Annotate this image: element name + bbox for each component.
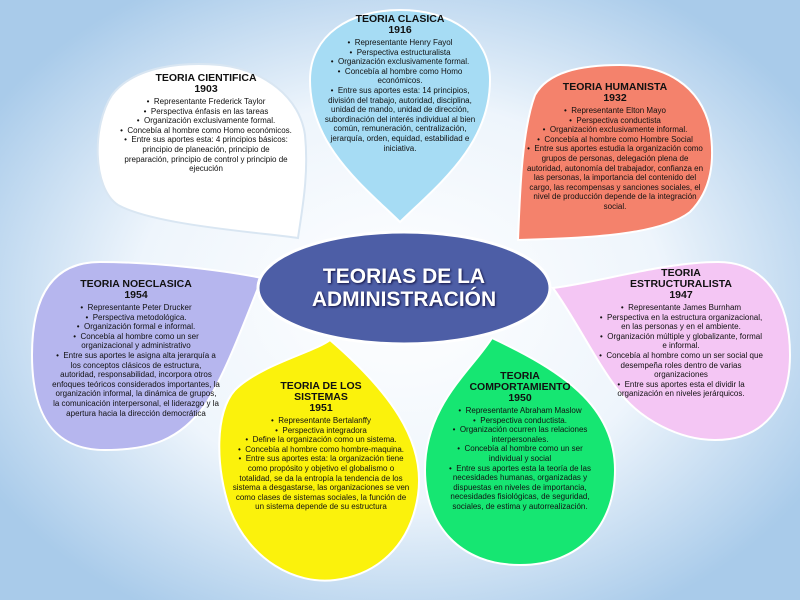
teoria-humanista: TEORIA HUMANISTA 1932 Representante Elto… <box>525 82 705 237</box>
teoria-cientifica-item: Perspectiva énfasis en las tareas <box>120 107 292 117</box>
teoria-noeclasica-year: 1954 <box>124 289 148 301</box>
teoria-estructuralista-list: Representante James BurnhamPerspectiva e… <box>598 303 764 399</box>
teoria-clasica-item: Representante Henry Fayol <box>320 38 480 48</box>
teoria-comportamiento-item: Representante Abraham Maslow <box>440 406 600 416</box>
teoria-noeclasica: TEORIA NOECLASICA 1954 Representante Pet… <box>52 279 220 449</box>
teoria-humanista-item: Concebía al hombre como Hombre Social <box>525 135 705 145</box>
teoria-noeclasica-list: Representante Peter DruckerPerspectiva m… <box>52 303 220 418</box>
teoria-estructuralista-item: Organización múltiple y globalizante, fo… <box>598 332 764 351</box>
teoria-humanista-item: Representante Elton Mayo <box>525 106 705 116</box>
teoria-sistemas-title: TEORIA DE LOS SISTEMAS <box>280 381 362 403</box>
teoria-comportamiento-item: Concebía al hombre como un ser individua… <box>440 444 600 463</box>
teoria-clasica-item: Perspectiva estructuralista <box>320 48 480 58</box>
teoria-noeclasica-item: Entre sus aportes le asigna alta jerarqu… <box>52 351 220 418</box>
teoria-clasica-item: Concebía al hombre como Homo económicos. <box>320 67 480 86</box>
teoria-noeclasica-title: TEORIA NOECLASICA <box>80 279 192 290</box>
teoria-comportamiento-year: 1950 <box>508 392 532 404</box>
teoria-sistemas-item: Perspectiva integradora <box>232 426 410 436</box>
teoria-clasica-item: Entre sus aportes esta: 14 principios, d… <box>320 86 480 153</box>
teoria-comportamiento: TEORIA COMPORTAMIENTO 1950 Representante… <box>440 371 600 556</box>
teoria-humanista-year: 1932 <box>603 92 627 104</box>
center-title-line2: ADMINISTRACIÓN <box>311 288 497 311</box>
teoria-estructuralista: TEORIA ESTRUCTURALISTA 1947 Representant… <box>598 268 764 436</box>
teoria-noeclasica-item: Representante Peter Drucker <box>52 303 220 313</box>
teoria-noeclasica-item: Perspectiva metodológica. <box>52 313 220 323</box>
teoria-humanista-title: TEORIA HUMANISTA <box>562 82 668 93</box>
teoria-clasica-item: Organización exclusivamente formal. <box>320 57 480 67</box>
teoria-estructuralista-item: Perspectiva en la estructura organizacio… <box>598 313 764 332</box>
teoria-cientifica-title: TEORIA CIENTIFICA <box>155 73 257 84</box>
teoria-humanista-item: Organización exclusivamente informal. <box>525 125 705 135</box>
teoria-estructuralista-year: 1947 <box>669 289 693 301</box>
teoria-noeclasica-item: Organización formal e informal. <box>52 322 220 332</box>
teoria-estructuralista-title: TEORIA ESTRUCTURALISTA <box>630 268 732 290</box>
teoria-sistemas-item: Define la organización como un sistema. <box>232 435 410 445</box>
teoria-estructuralista-item: Entre sus aportes esta el dividir la org… <box>598 380 764 399</box>
teoria-cientifica-item: Representante Frederick Taylor <box>120 97 292 107</box>
teoria-noeclasica-item: Concebía al hombre como un ser organizac… <box>52 332 220 351</box>
teoria-sistemas: TEORIA DE LOS SISTEMAS 1951 Representant… <box>232 381 410 573</box>
center-title: TEORIAS DE LA ADMINISTRACIÓN <box>258 232 550 344</box>
teoria-cientifica-year: 1903 <box>194 83 218 95</box>
center-ellipse <box>256 230 552 346</box>
teoria-cientifica: TEORIA CIENTIFICA 1903 Representante Fre… <box>120 73 292 223</box>
teoria-cientifica-item: Concebía al hombre como Homo económicos. <box>120 126 292 136</box>
teoria-humanista-item: Entre sus aportes estudia la organizació… <box>525 144 705 211</box>
teoria-estructuralista-item: Representante James Burnham <box>598 303 764 313</box>
teoria-clasica: TEORIA CLASICA 1916 Representante Henry … <box>320 14 480 189</box>
teoria-humanista-item: Perspectiva conductista <box>525 116 705 126</box>
teoria-sistemas-item: Representante Bertalanffy <box>232 416 410 426</box>
teoria-estructuralista-item: Concebía al hombre como un ser social qu… <box>598 351 764 380</box>
teoria-comportamiento-item: Organización ocurren las relaciones inte… <box>440 425 600 444</box>
teoria-comportamiento-list: Representante Abraham MaslowPerspectiva … <box>440 406 600 512</box>
teoria-cientifica-list: Representante Frederick TaylorPerspectiv… <box>120 97 292 174</box>
teoria-sistemas-item: Entre sus aportes esta: la organización … <box>232 454 410 512</box>
center-title-line1: TEORIAS DE LA <box>322 265 486 288</box>
teoria-humanista-list: Representante Elton MayoPerspectiva cond… <box>525 106 705 212</box>
teoria-cientifica-item: Organización exclusivamente formal. <box>120 116 292 126</box>
teoria-clasica-list: Representante Henry FayolPerspectiva est… <box>320 38 480 153</box>
teoria-sistemas-item: Concebía al hombre como hombre-maquina. <box>232 445 410 455</box>
teoria-sistemas-year: 1951 <box>309 402 333 414</box>
teoria-comportamiento-title: TEORIA COMPORTAMIENTO <box>469 371 571 393</box>
teoria-sistemas-list: Representante BertalanffyPerspectiva int… <box>232 416 410 512</box>
teoria-clasica-title: TEORIA CLASICA <box>355 14 445 25</box>
teoria-comportamiento-item: Perspectiva conductista. <box>440 416 600 426</box>
teoria-comportamiento-item: Entre sus aportes esta la teoría de las … <box>440 464 600 512</box>
teoria-cientifica-item: Entre sus aportes esta: 4 principios bás… <box>120 135 292 173</box>
teoria-clasica-year: 1916 <box>388 24 412 36</box>
